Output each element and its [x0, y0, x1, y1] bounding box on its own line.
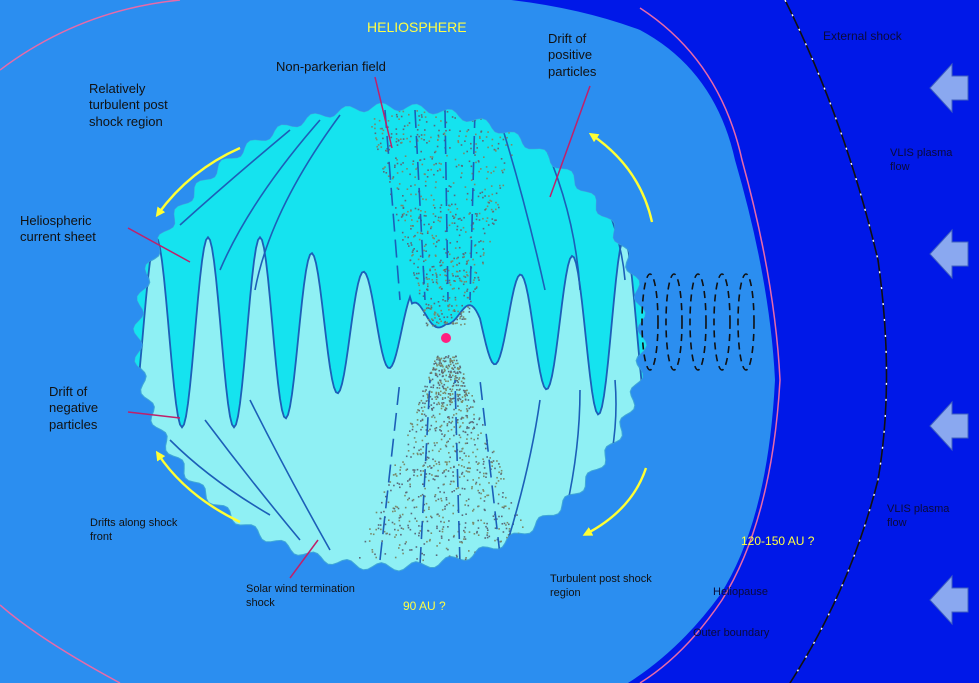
field-line-dashed — [384, 109, 401, 301]
drift-positive-pointer — [549, 85, 591, 198]
field-line-dashed — [469, 109, 476, 301]
vlis-flow-label-upper: VLIS plasma flow — [890, 147, 953, 173]
field-line — [219, 119, 321, 271]
curved-arrow-icon — [155, 450, 241, 524]
field-line-dashed — [379, 379, 401, 561]
outer-sheet-loop — [737, 273, 755, 371]
vlis-flow-label-lower: VLIS plasma flow — [887, 503, 950, 529]
non-parkerian-label: Non-parkerian field — [276, 59, 386, 74]
sun-dot-icon — [441, 333, 451, 343]
field-line — [249, 399, 331, 551]
left-arrow-icon — [929, 62, 969, 114]
heliosphere-title: HELIOSPHERE — [367, 19, 467, 35]
upper-hemisphere-region — [133, 103, 647, 428]
field-line-dashed — [444, 109, 449, 301]
field-line-dashed — [479, 379, 501, 556]
heliopause-label: Heliopause — [713, 586, 769, 598]
field-line — [499, 119, 546, 291]
turbulent-region-label: Turbulent post shock region — [550, 573, 652, 599]
au-120-label: 120-150 AU ? — [741, 534, 815, 548]
turbulent-post-shock-label: Relatively turbulent post shock region — [89, 81, 168, 129]
termination-shock-body — [133, 102, 647, 572]
termination-shock-label: Solar wind termination shock — [246, 583, 355, 609]
drifts-shock-front-label: Drifts along shock front — [90, 517, 178, 543]
field-line — [169, 439, 271, 516]
drift-negative-label: Drift of negative particles — [49, 384, 99, 432]
outer-boundary-label: Outer boundary — [693, 627, 770, 639]
field-line-dashed — [454, 379, 461, 566]
curved-arrow-icon — [582, 467, 648, 536]
external-shock-label: External shock — [823, 29, 902, 43]
left-arrow-icon — [929, 228, 969, 280]
left-arrow-icon — [929, 574, 969, 626]
field-line — [504, 399, 541, 551]
field-line — [254, 114, 341, 291]
drift-positive-label: Drift of positive particles — [548, 31, 597, 79]
non-parkerian-pointer — [374, 76, 393, 149]
termination-shock-pointer — [289, 539, 319, 579]
curved-arrow-icon — [155, 146, 241, 218]
outer-current-sheet-loops — [641, 273, 755, 371]
current-sheet-pointer — [127, 227, 191, 263]
field-line-dashed — [414, 109, 426, 301]
outer-sheet-loop — [641, 273, 659, 371]
field-line-dashed — [419, 379, 431, 566]
outer-sheet-loop — [689, 273, 707, 371]
left-arrow-icon — [929, 400, 969, 452]
heliopause-line — [0, 0, 181, 71]
au-90-label: 90 AU ? — [403, 599, 446, 613]
field-line — [179, 129, 291, 226]
outer-sheet-loop — [665, 273, 683, 371]
field-line — [204, 419, 301, 541]
drift-negative-pointer — [127, 411, 181, 419]
curved-arrow-icon — [588, 132, 654, 223]
external-shock-line — [784, 0, 888, 683]
outer-boundary-line — [639, 7, 781, 683]
current-sheet-line — [133, 235, 647, 429]
field-lines — [169, 109, 626, 566]
heliopause-line-lower — [0, 604, 121, 683]
current-sheet-label: Heliospheric current sheet — [20, 213, 96, 245]
outer-sheet-loop — [713, 273, 731, 371]
